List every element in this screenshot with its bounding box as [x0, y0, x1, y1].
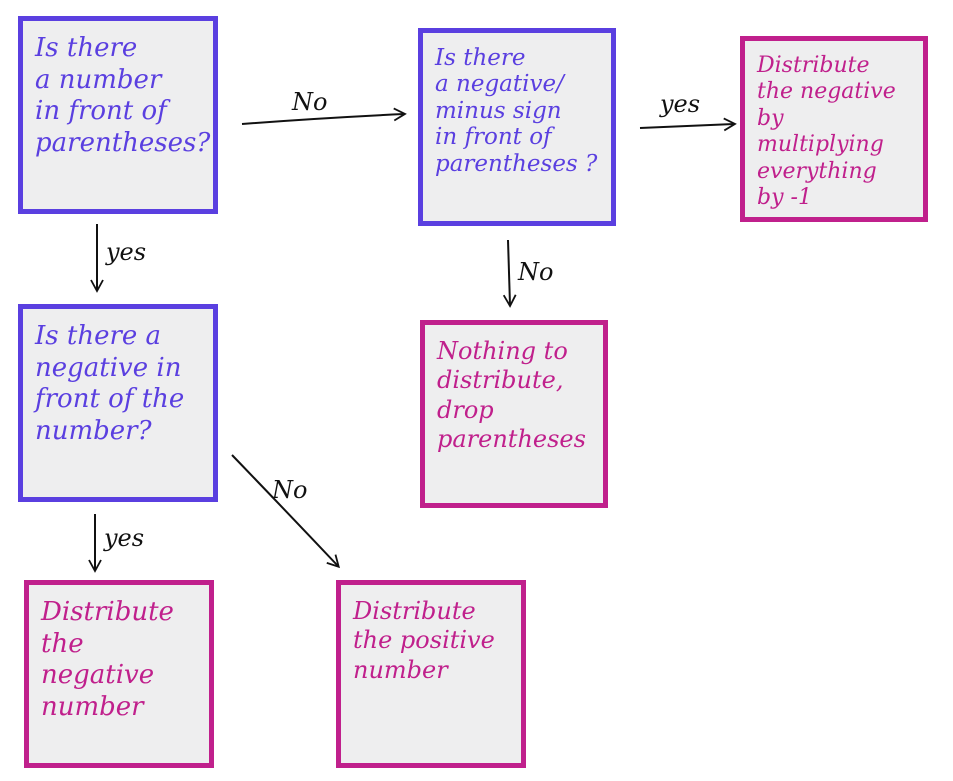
decision-box-negative-in-front-of-number: Is there a negative in front of the numb… — [18, 304, 218, 502]
edge-label-q2-a2: No — [518, 258, 554, 286]
decision-text-negative-sign-in-front: Is there a negative/ minus sign in front… — [435, 45, 598, 177]
edge-label-q3-a4: No — [272, 476, 308, 504]
result-box-distribute-negative-by-minus-one: Distribute the negative by multiplying e… — [740, 36, 928, 222]
result-text-nothing-to-distribute: Nothing to distribute, drop parentheses — [437, 337, 586, 453]
decision-text-number-in-front: Is there a number in front of parenthese… — [35, 33, 211, 159]
arrow-q1-to-q2 — [241, 107, 407, 125]
result-box-distribute-negative-number: Distribute the negative number — [24, 580, 214, 768]
arrow-q2-to-a2 — [502, 239, 517, 308]
result-text-distribute-positive-number: Distribute the positive number — [353, 597, 495, 684]
edge-label-q1-q2: No — [292, 88, 328, 116]
decision-box-negative-sign-in-front: Is there a negative/ minus sign in front… — [418, 28, 616, 226]
arrow-q3-to-a4 — [231, 454, 340, 569]
result-box-distribute-positive-number: Distribute the positive number — [336, 580, 526, 768]
edge-label-q2-a1: yes — [660, 90, 701, 118]
edge-label-q3-a3: yes — [104, 524, 145, 552]
result-box-nothing-to-distribute: Nothing to distribute, drop parentheses — [420, 320, 608, 508]
edge-label-q1-q3: yes — [106, 238, 147, 266]
result-text-distribute-negative-number: Distribute the negative number — [41, 597, 174, 723]
decision-text-negative-in-front-of-number: Is there a negative in front of the numb… — [35, 321, 185, 447]
result-text-distribute-negative-by-minus-one: Distribute the negative by multiplying e… — [757, 53, 896, 210]
decision-box-number-in-front: Is there a number in front of parenthese… — [18, 16, 218, 214]
arrow-q2-to-a1 — [639, 117, 737, 132]
